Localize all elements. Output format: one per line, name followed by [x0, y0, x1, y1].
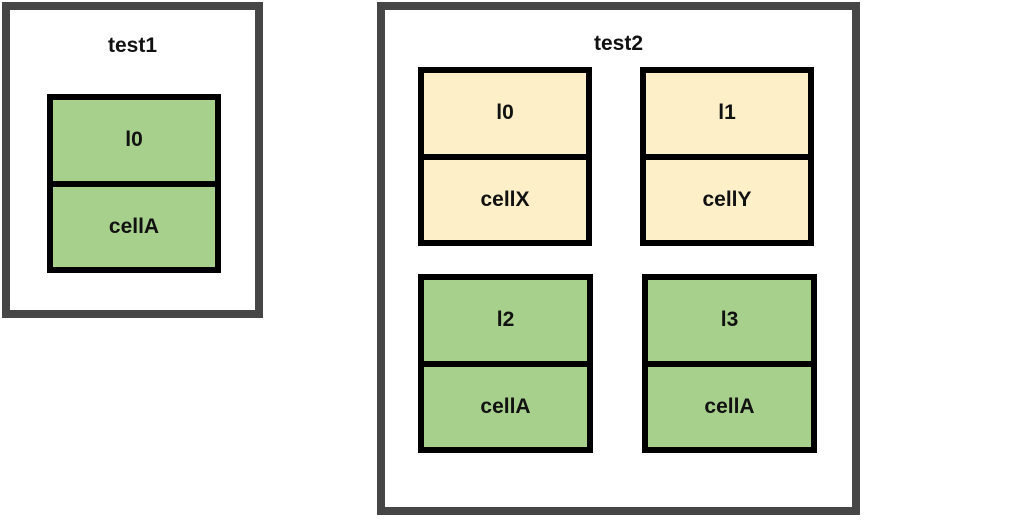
group-title: test1 — [107, 34, 158, 57]
cell-label: l1 — [646, 73, 808, 160]
group-test1: test1 l0 cellA — [2, 2, 263, 318]
cell-name: cellX — [480, 187, 530, 211]
group-title: test2 — [593, 32, 644, 55]
cell-label: l0 — [53, 100, 215, 187]
cell-name: cellY — [702, 187, 752, 211]
cell-name: cellA — [480, 394, 531, 418]
cell-box: l1 cellY — [640, 67, 814, 246]
cell-name: cellA — [108, 214, 160, 238]
cell-box: l2 cellA — [418, 274, 593, 453]
cell-label: l2 — [424, 280, 587, 367]
cell-name: cellA — [704, 394, 755, 418]
group-test2: test2 l0 cellX l1 cellY l2 cellA l3 cell… — [377, 2, 860, 515]
cell-box: l0 cellA — [47, 94, 221, 273]
cell-label: l3 — [648, 280, 811, 367]
cell-box: l3 cellA — [642, 274, 817, 453]
cell-label: l0 — [424, 73, 586, 160]
cell-box: l0 cellX — [418, 67, 592, 246]
